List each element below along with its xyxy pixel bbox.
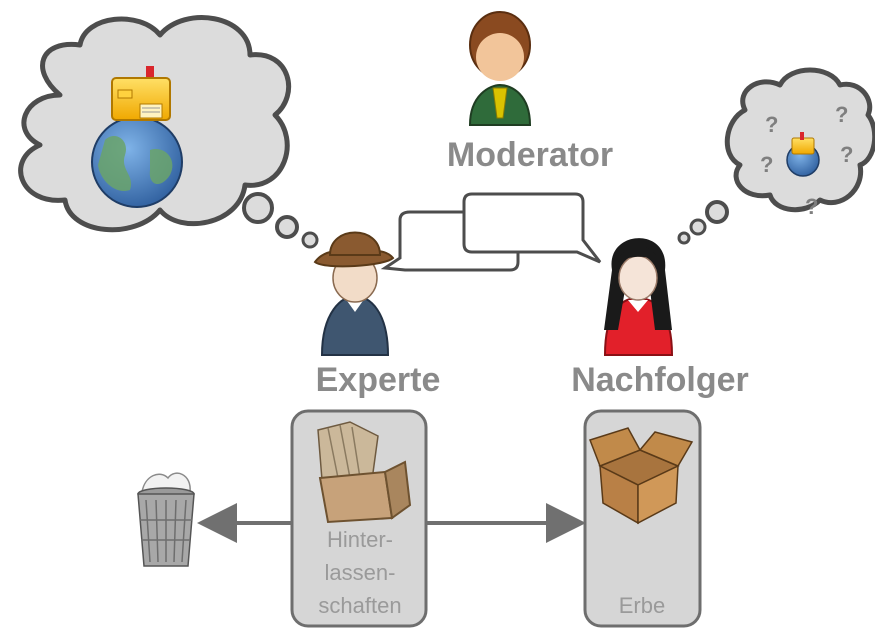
inheritance-label: Erbe <box>619 593 665 618</box>
legacy-label-line: Hinter- <box>327 527 393 552</box>
expert-label: Experte <box>316 361 441 399</box>
question-mark: ? <box>760 152 773 177</box>
question-mark: ? <box>840 142 853 167</box>
successor-thought-cloud <box>677 67 875 245</box>
moderator-label: Moderator <box>447 136 613 174</box>
factory-icon <box>111 66 171 121</box>
moderator-person-icon <box>468 11 532 126</box>
small-factory-icon <box>791 137 815 155</box>
legacy-label: Hinter- lassen- schaften <box>318 527 401 618</box>
legacy-label-line: schaften <box>318 593 401 618</box>
trash-bin-icon <box>137 472 195 567</box>
speech-bubble-icon <box>380 192 602 272</box>
question-mark: ? <box>765 112 778 137</box>
question-mark: ? <box>805 194 818 219</box>
successor-label: Nachfolger <box>571 361 749 399</box>
successor-person-icon <box>603 238 674 356</box>
question-marks: ? ? ? ? ? <box>760 102 853 219</box>
question-mark: ? <box>835 102 848 127</box>
open-box-icon <box>317 421 412 524</box>
legacy-label-line: lassen- <box>325 560 396 585</box>
globe-icon <box>91 116 183 208</box>
expert-person-icon <box>313 231 395 356</box>
moving-box-icon <box>589 427 694 525</box>
